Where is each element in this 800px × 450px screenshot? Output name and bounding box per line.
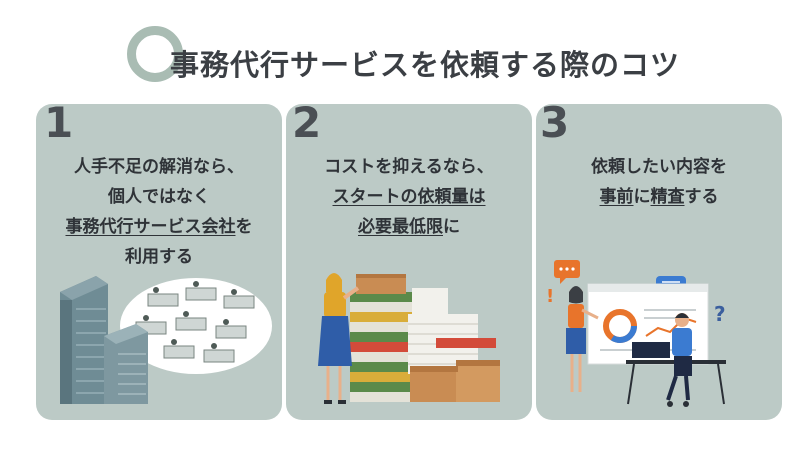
tip-3-text: 依頼したい内容を 事前に精査する (536, 152, 782, 212)
tip-1-line-3: 事務代行サービス会社を (65, 217, 253, 237)
tip-card-3: 依頼したい内容を 事前に精査する (536, 104, 782, 420)
header: 事務代行サービスを依頼する際のコツ (0, 0, 800, 100)
tip-1-line-4: 利用する (125, 247, 193, 267)
tip-2-line-2: スタートの依頼量は (332, 187, 486, 207)
document-stacks-illustration (318, 273, 500, 404)
presentation-illustration (554, 260, 726, 407)
tip-1-line-1: 人手不足の解消なら、 (74, 157, 244, 177)
tip-number-1: 1 (44, 98, 74, 147)
exclamation-icon: ! (546, 286, 555, 307)
tip-2-highlight: 必要最低限 (358, 217, 443, 237)
tip-2-line-1: コストを抑えるなら、 (324, 157, 494, 177)
tip-2-text: コストを抑えるなら、 スタートの依頼量は 必要最低限に (286, 152, 532, 242)
tip-number-3: 3 (540, 98, 570, 147)
tip-1-line-2: 個人ではなく (108, 187, 210, 207)
office-buildings-illustration (60, 276, 272, 404)
tip-1-text: 人手不足の解消なら、 個人ではなく 事務代行サービス会社を 利用する (36, 152, 282, 272)
tip-2-line-3: 必要最低限に (358, 217, 460, 237)
tip-3-line-2: 事前に精査する (599, 187, 719, 207)
page-title: 事務代行サービスを依頼する際のコツ (170, 48, 681, 82)
tip-card-1: 人手不足の解消なら、 個人ではなく 事務代行サービス会社を 利用する (36, 104, 282, 420)
tip-3-line-1: 依頼したい内容を (591, 157, 727, 177)
tip-1-highlight: 事務代行サービス会社 (65, 217, 236, 237)
tip-number-2: 2 (292, 98, 322, 147)
title-ring-decoration (127, 26, 183, 82)
tip-card-2: コストを抑えるなら、 スタートの依頼量は 必要最低限に (286, 104, 532, 420)
question-icon: ? (714, 302, 726, 326)
